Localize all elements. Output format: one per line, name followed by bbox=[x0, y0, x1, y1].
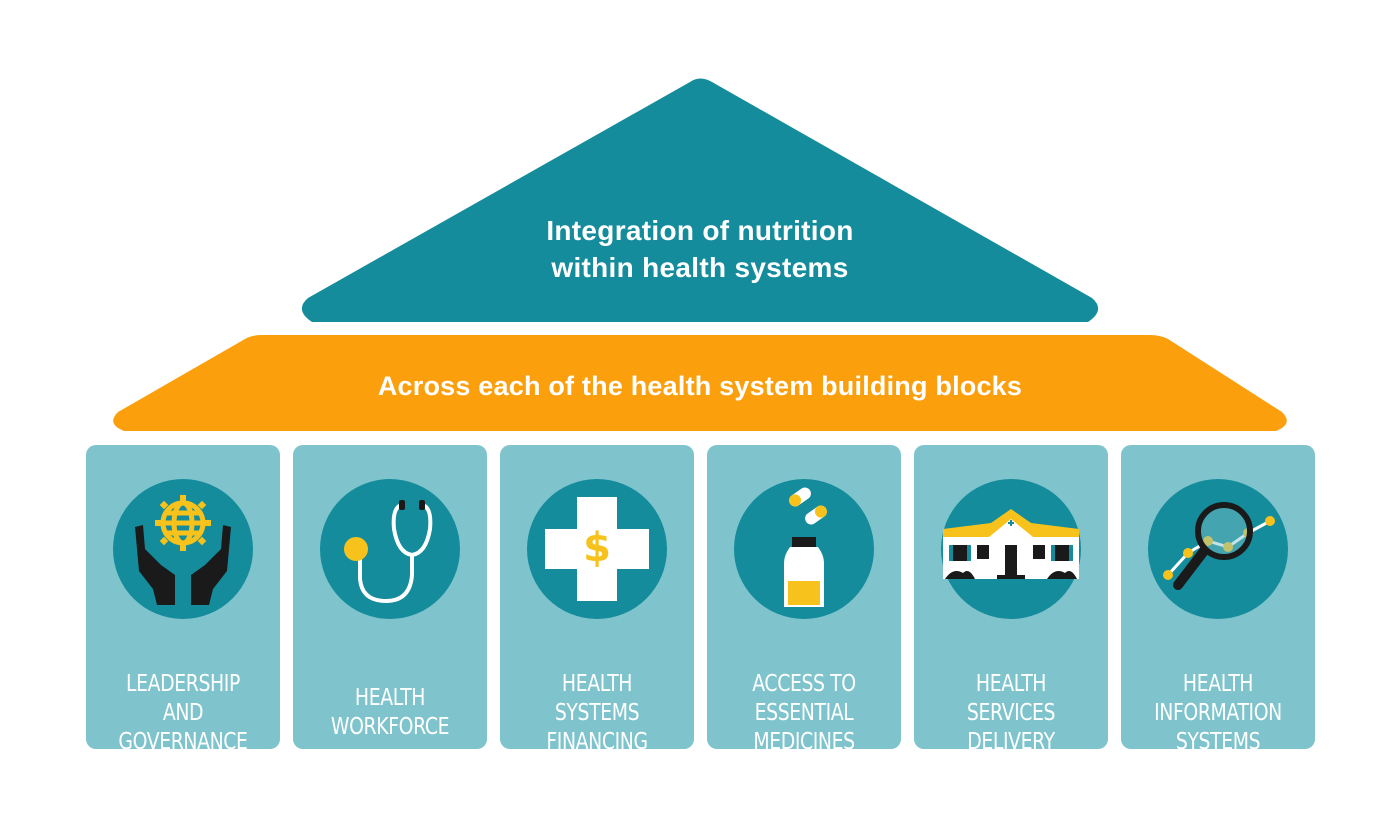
block-label-line: HEALTH bbox=[1182, 671, 1254, 697]
block-label-line: INFORMATION bbox=[1154, 700, 1282, 726]
block-label-line: ESSENTIAL bbox=[754, 700, 854, 726]
block-label-line: SYSTEMS bbox=[554, 700, 640, 726]
block-label-line: HEALTH bbox=[561, 671, 633, 697]
magnifier-chart-icon bbox=[1148, 479, 1288, 619]
block-label-line: SERVICES bbox=[966, 700, 1056, 726]
block-health-systems-financing: $ HEALTH SYSTEMS FINANCING bbox=[500, 445, 694, 755]
roof-title-line-2: within health systems bbox=[551, 252, 849, 283]
block-label-line: GOVERNANCE bbox=[118, 729, 248, 755]
block-health-services-delivery: HEALTH SERVICES DELIVERY bbox=[914, 445, 1108, 755]
block-label: ACCESS TO ESSENTIAL MEDICINES bbox=[724, 641, 883, 786]
block-access-essential-medicines: ACCESS TO ESSENTIAL MEDICINES bbox=[707, 445, 901, 755]
block-label: HEALTH WORKFORCE bbox=[310, 655, 469, 771]
clinic-building-icon bbox=[941, 479, 1081, 619]
block-label: LEADERSHIP AND GOVERNANCE bbox=[103, 641, 262, 786]
block-label-line: DELIVERY bbox=[967, 729, 1055, 755]
block-health-workforce: HEALTH WORKFORCE bbox=[293, 445, 487, 749]
block-health-information-systems: HEALTH INFORMATION SYSTEMS bbox=[1121, 445, 1315, 755]
orange-band bbox=[113, 335, 1287, 431]
block-label-line: LEADERSHIP bbox=[126, 671, 240, 697]
block-label-line: ACCESS TO bbox=[752, 671, 856, 697]
block-label-line: HEALTH bbox=[354, 685, 426, 711]
roof-title: Integration of nutrition within health s… bbox=[0, 212, 1400, 286]
pill-bottle-icon bbox=[734, 479, 874, 619]
band-title: Across each of the health system buildin… bbox=[377, 371, 1023, 401]
block-label-line: FINANCING bbox=[546, 729, 648, 755]
block-leadership-governance: LEADERSHIP AND GOVERNANCE bbox=[86, 445, 280, 755]
roof-triangle bbox=[301, 78, 1099, 322]
medical-cross-dollar-icon: $ bbox=[527, 479, 667, 619]
block-label-line: WORKFORCE bbox=[330, 714, 450, 740]
hands-globe-icon bbox=[113, 479, 253, 619]
block-label-line: SYSTEMS bbox=[1175, 729, 1261, 755]
block-label: HEALTH SERVICES DELIVERY bbox=[931, 641, 1090, 786]
stethoscope-icon bbox=[320, 479, 460, 619]
block-label-line: AND bbox=[162, 700, 204, 726]
block-label: HEALTH SYSTEMS FINANCING bbox=[517, 641, 676, 786]
block-label-line: MEDICINES bbox=[753, 729, 855, 755]
block-label-line: HEALTH bbox=[975, 671, 1047, 697]
roof-title-line-1: Integration of nutrition bbox=[546, 215, 854, 246]
block-label: HEALTH INFORMATION SYSTEMS bbox=[1138, 641, 1297, 786]
svg-text:$: $ bbox=[583, 525, 611, 571]
